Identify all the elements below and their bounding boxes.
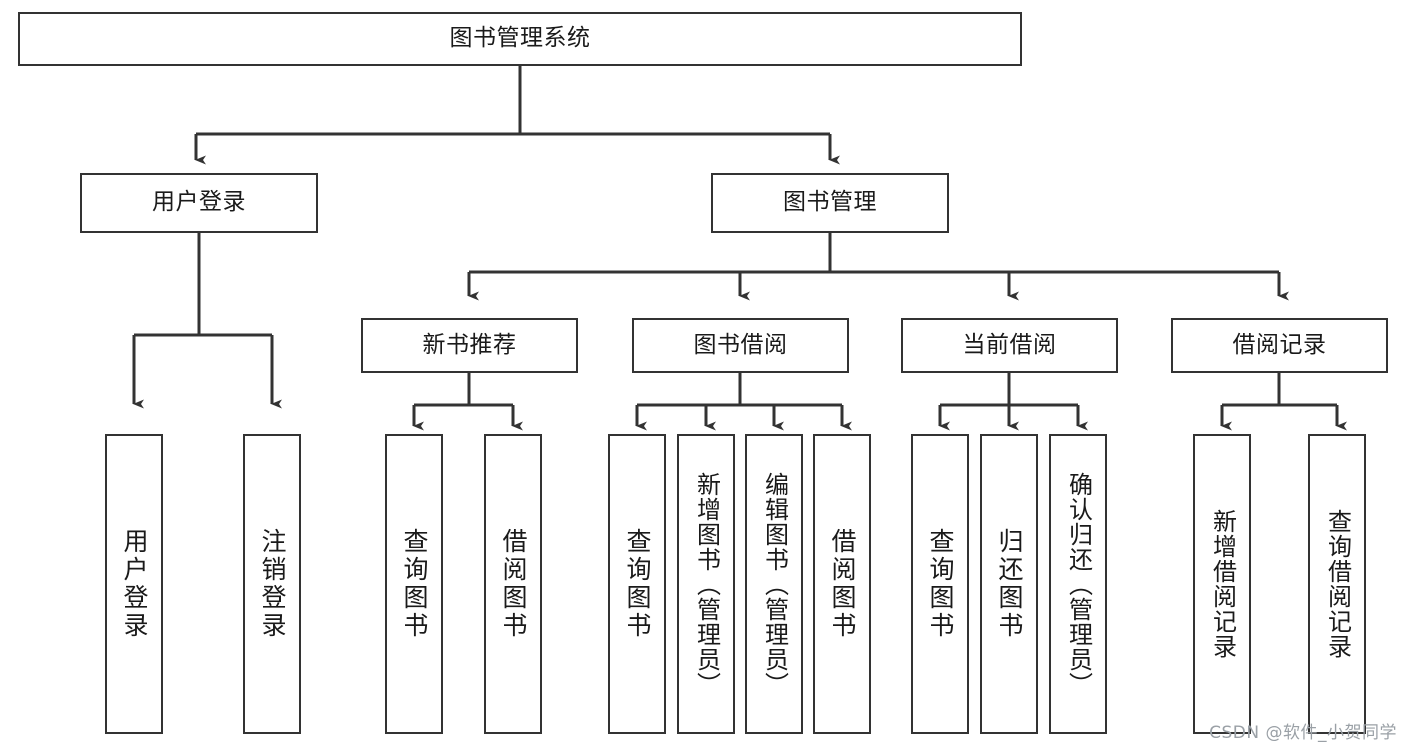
node-root-book-management-system[interactable]: 图书管理系统 <box>18 12 1022 66</box>
node-leaf-edit-book-admin[interactable]: 编辑图书（管理员） <box>745 434 803 734</box>
node-label: 新书推荐 <box>422 331 517 358</box>
node-label: 查询图书 <box>623 528 652 640</box>
node-current-borrow[interactable]: 当前借阅 <box>901 318 1118 373</box>
node-leaf-query-borrow-record[interactable]: 查询借阅记录 <box>1308 434 1366 734</box>
node-label: 查询图书 <box>400 528 429 640</box>
node-leaf-borrow-book-b[interactable]: 借阅图书 <box>813 434 871 734</box>
node-label: 新增图书（管理员） <box>692 471 721 697</box>
node-leaf-query-book-b[interactable]: 查询图书 <box>608 434 666 734</box>
node-label: 图书管理系统 <box>449 25 591 52</box>
node-label: 确认归还（管理员） <box>1064 471 1093 697</box>
node-label: 当前借阅 <box>962 331 1057 358</box>
node-label: 图书借阅 <box>693 331 788 358</box>
node-leaf-query-book-a[interactable]: 查询图书 <box>385 434 443 734</box>
node-leaf-add-book-admin[interactable]: 新增图书（管理员） <box>677 434 735 734</box>
node-leaf-add-borrow-record[interactable]: 新增借阅记录 <box>1193 434 1251 734</box>
csdn-watermark: CSDN @软件_小贺同学 <box>1209 723 1397 743</box>
node-label: 借阅图书 <box>828 528 857 640</box>
node-label: 归还图书 <box>995 528 1024 640</box>
node-label: 借阅记录 <box>1232 331 1327 358</box>
node-leaf-return-book[interactable]: 归还图书 <box>980 434 1038 734</box>
node-label: 注销登录 <box>258 528 287 640</box>
node-leaf-confirm-return-admin[interactable]: 确认归还（管理员） <box>1049 434 1107 734</box>
node-book-borrow[interactable]: 图书借阅 <box>632 318 849 373</box>
node-label: 查询图书 <box>926 528 955 640</box>
node-leaf-borrow-book-a[interactable]: 借阅图书 <box>484 434 542 734</box>
node-label: 图书管理 <box>783 189 877 216</box>
node-leaf-user-login[interactable]: 用户登录 <box>105 434 163 734</box>
node-label: 编辑图书（管理员） <box>760 471 789 697</box>
node-new-book-recommendation[interactable]: 新书推荐 <box>361 318 578 373</box>
node-label: 借阅图书 <box>499 528 528 640</box>
node-user-login[interactable]: 用户登录 <box>80 173 318 233</box>
node-book-management[interactable]: 图书管理 <box>711 173 949 233</box>
node-leaf-logout[interactable]: 注销登录 <box>243 434 301 734</box>
node-borrow-record[interactable]: 借阅记录 <box>1171 318 1388 373</box>
node-label: 用户登录 <box>120 528 149 640</box>
node-leaf-query-book-c[interactable]: 查询图书 <box>911 434 969 734</box>
node-label: 新增借阅记录 <box>1208 509 1237 659</box>
node-label: 用户登录 <box>152 189 246 216</box>
node-label: 查询借阅记录 <box>1323 509 1352 659</box>
